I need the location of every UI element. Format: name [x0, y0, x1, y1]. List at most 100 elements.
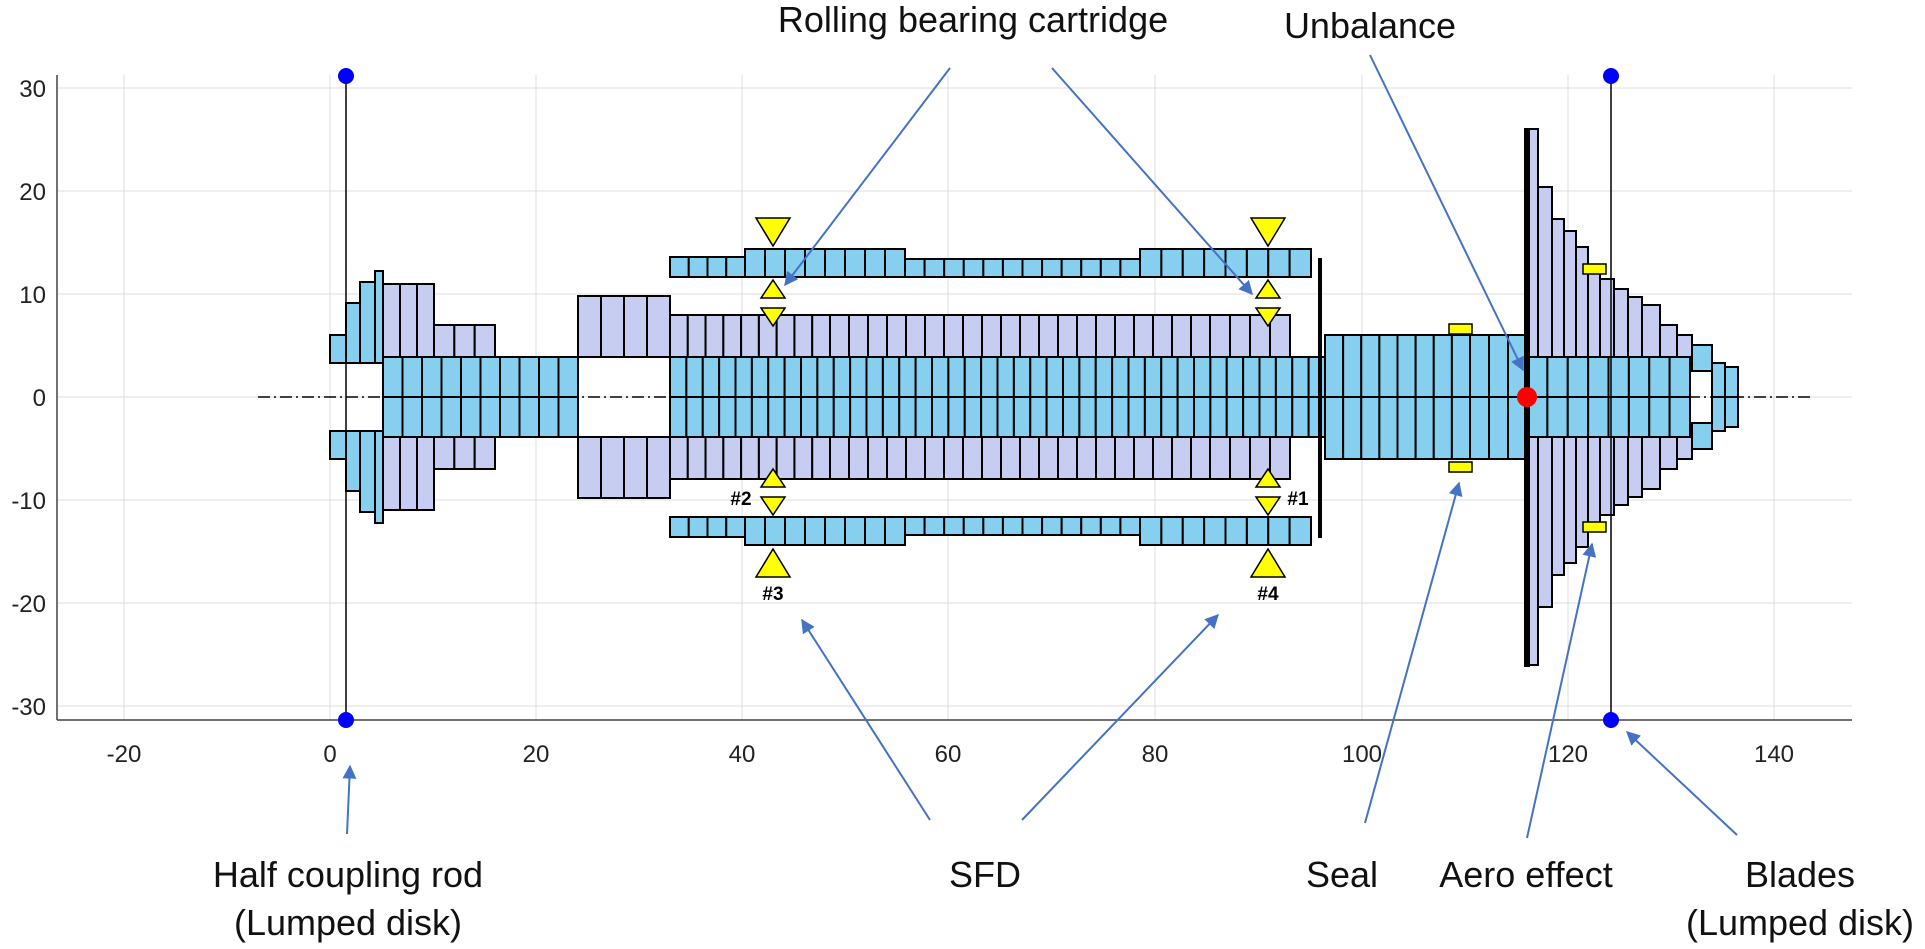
bearing-label-4: #4 [1257, 584, 1279, 605]
shaft-element [865, 356, 884, 398]
seal-marker-top [1448, 323, 1473, 335]
disk-element [981, 314, 1002, 358]
shaft-element [382, 396, 404, 438]
shaft-element [701, 396, 721, 438]
label-lumped-disk-right: (Lumped disk) [1686, 902, 1914, 943]
label-sfd: SFD [949, 854, 1021, 895]
disk-element [382, 283, 401, 358]
impeller-blade-element [1551, 436, 1565, 576]
shaft-element [1225, 396, 1245, 438]
disk-element [1190, 436, 1211, 480]
disk-element [793, 436, 814, 480]
shaft-element [1488, 396, 1509, 460]
shaft-element [767, 356, 786, 398]
blades-node-top [1603, 68, 1619, 84]
shaft-element [440, 356, 462, 398]
shaft-element [1111, 396, 1130, 438]
shaft-element [980, 396, 999, 438]
shaft-element [1209, 356, 1228, 398]
disk-element [1038, 436, 1059, 480]
shaft-element [440, 396, 462, 438]
shaft-element [1245, 516, 1270, 546]
shaft-element [884, 248, 906, 278]
shaft-element [1627, 396, 1651, 438]
shaft-element [669, 516, 690, 538]
shaft-element [1245, 248, 1270, 278]
bearing-triangle-down-right-bottom [1254, 496, 1282, 517]
shaft-element [1080, 516, 1102, 536]
sfd-triangle-bottom-right [1249, 547, 1287, 578]
shaft-element [980, 356, 999, 398]
shaft-element [1342, 396, 1363, 460]
shaft-element [725, 256, 746, 278]
shaft-element [538, 356, 560, 398]
shaft-element [816, 396, 835, 438]
disk-element [399, 283, 418, 358]
shaft-element [744, 516, 766, 546]
disk-element [1229, 314, 1251, 358]
bearing-triangle-down-right-top [1254, 307, 1282, 328]
shaft-element [1396, 334, 1417, 398]
shaft-element [1021, 516, 1044, 536]
disk-element [686, 436, 707, 480]
arrow-seal [1364, 481, 1463, 824]
sfd-triangle-top-left [754, 217, 792, 248]
x-tick-label: -20 [107, 741, 142, 768]
disk-element [1229, 436, 1251, 480]
shaft-element [1414, 334, 1435, 398]
shaft-element [982, 258, 1004, 278]
impeller-blade-element [1659, 324, 1678, 358]
shaft-element [1045, 356, 1064, 398]
shaft-element [1307, 356, 1326, 398]
shaft-element [881, 396, 901, 438]
shaft-element [943, 258, 965, 278]
shaft-element [359, 281, 376, 364]
shaft-element [1160, 248, 1184, 278]
bearing-triangle-up-right-top [1254, 278, 1282, 299]
impeller-blade-element [1551, 218, 1565, 358]
shaft-element [1062, 356, 1081, 398]
impeller-blade-element [1613, 288, 1629, 358]
impeller-blade-element [1587, 436, 1601, 528]
shaft-element [1060, 258, 1083, 278]
shaft-element [499, 356, 521, 398]
shaft-element [783, 396, 802, 438]
shaft-element [687, 516, 709, 538]
shaft-element [1668, 396, 1691, 438]
shaft-element [1627, 356, 1651, 398]
shaft-element [800, 396, 819, 438]
shaft-element [1307, 396, 1326, 438]
shaft-element [1139, 516, 1163, 546]
nose-element [1724, 396, 1739, 428]
disk-element [775, 436, 796, 480]
shaft-element [1127, 356, 1146, 398]
y-tick-label: 10 [19, 282, 46, 309]
disk-element [793, 314, 814, 358]
shaft-element [1029, 396, 1048, 438]
nose-element [1711, 362, 1726, 398]
sfd-triangle-top-right [1249, 217, 1287, 248]
shaft-element [538, 396, 560, 438]
shaft-element [401, 396, 423, 438]
shaft-element [518, 356, 540, 398]
shaft-element [1242, 356, 1261, 398]
disk-element [623, 295, 648, 358]
annotation-arrows [342, 54, 1738, 839]
shaft-element [904, 258, 926, 278]
shaft-element [1450, 334, 1471, 398]
label-aero-effect: Aero effect [1439, 854, 1612, 895]
label-blades: Blades [1745, 854, 1855, 895]
shaft-element [1181, 516, 1206, 546]
shaft-element [1099, 516, 1122, 536]
shaft-element [1193, 356, 1212, 398]
shaft-element [1378, 396, 1399, 460]
disk-element [924, 314, 945, 358]
shaft-element [1546, 356, 1569, 398]
disk-element [686, 314, 707, 358]
disk-element [600, 436, 625, 499]
shaft-element [783, 356, 802, 398]
disk-element [453, 324, 476, 358]
disk-element [1269, 314, 1291, 358]
shaft-element [1324, 396, 1345, 460]
shaft-element [685, 396, 704, 438]
